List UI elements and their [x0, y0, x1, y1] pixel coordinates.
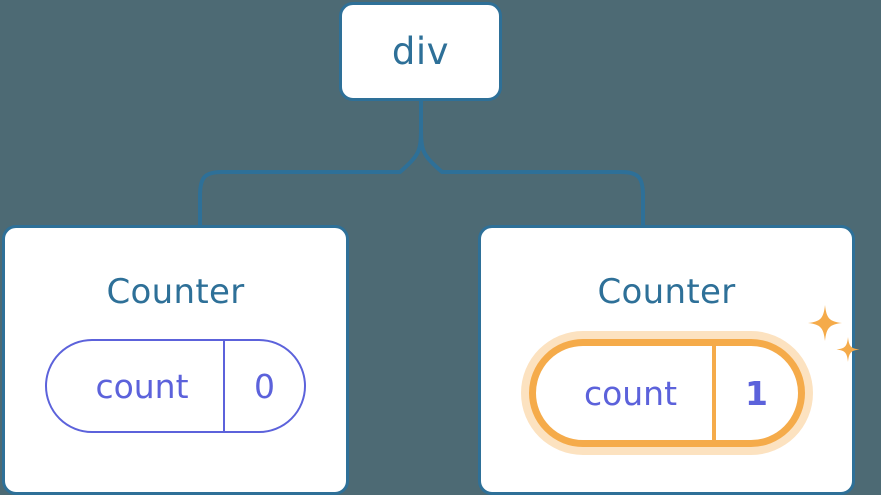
sparkle-icon	[807, 305, 842, 341]
state-pill-wrapper-right: count 1	[528, 305, 859, 447]
connector-left	[198, 127, 423, 225]
sparkle-small-icon	[836, 337, 859, 362]
node-counter-left[interactable]: Counter count 0	[2, 225, 349, 495]
node-counter-right[interactable]: Counter count 1	[478, 225, 859, 495]
state-key-left: count	[95, 366, 189, 406]
node-div-label: div	[391, 30, 450, 73]
connector-right	[419, 127, 645, 225]
state-key-right: count	[583, 373, 678, 413]
node-div[interactable]: div	[339, 2, 502, 101]
state-value-left: 0	[223, 341, 304, 431]
state-pill-right[interactable]: count 1	[528, 339, 805, 447]
state-value-right: 1	[711, 346, 798, 440]
node-counter-right-title: Counter	[597, 272, 736, 312]
node-counter-left-title: Counter	[106, 272, 245, 312]
sparkle-group	[807, 305, 859, 362]
state-pill-wrapper-left: count 0	[45, 339, 306, 433]
state-pill-left[interactable]: count 0	[45, 339, 306, 433]
